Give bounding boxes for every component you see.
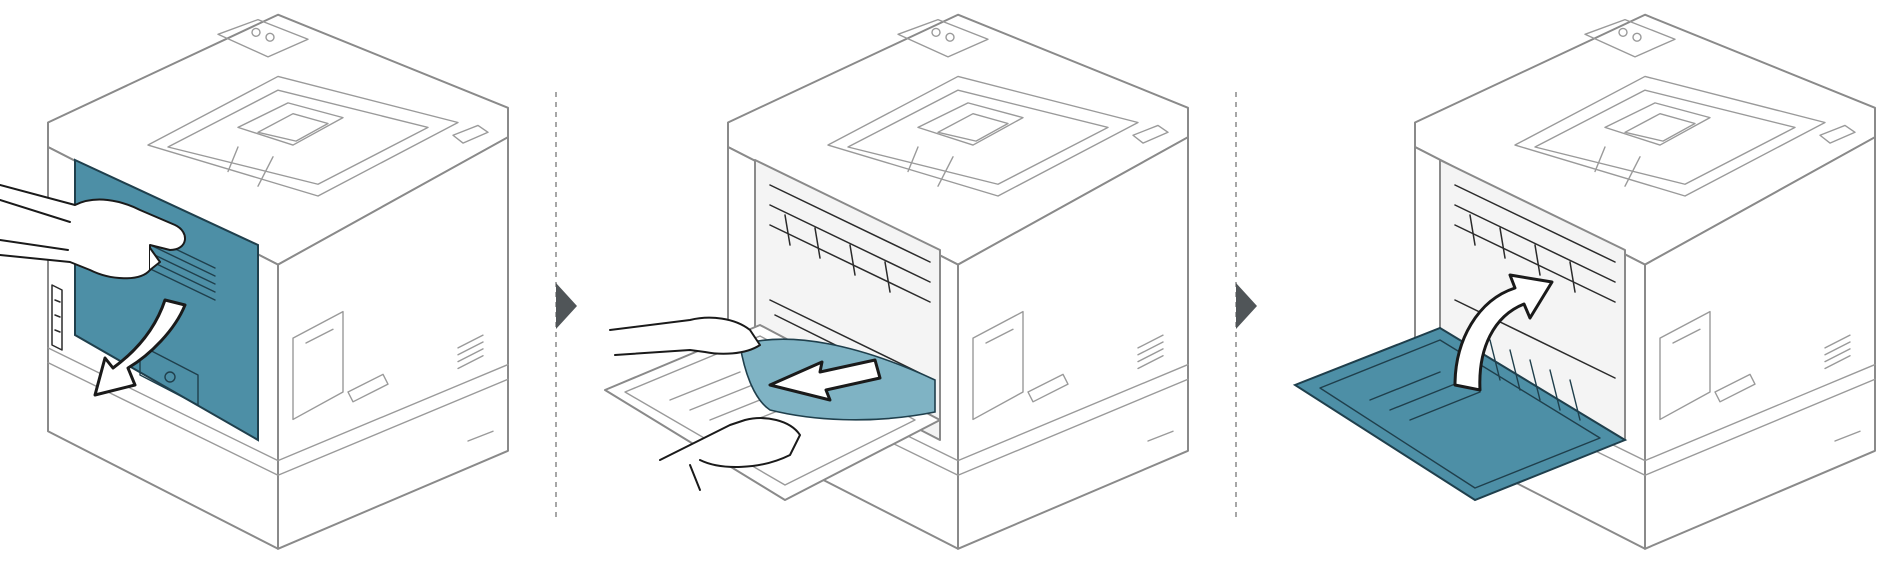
panel-2-remove-jammed-paper xyxy=(604,13,1189,550)
fuser-unit xyxy=(1454,184,1616,379)
hand-icon xyxy=(609,316,801,491)
left-arrow-icon xyxy=(768,358,882,402)
step-arrow-icon xyxy=(556,283,577,329)
port-panel xyxy=(51,284,63,351)
panel-3-close-rear-cover xyxy=(1292,13,1876,550)
step-arrow-icon xyxy=(1236,283,1257,329)
up-curved-arrow-icon xyxy=(1453,273,1554,392)
panel-1-open-rear-cover xyxy=(0,13,509,550)
rear-cover xyxy=(1292,326,1628,502)
down-curved-arrow-icon xyxy=(93,298,187,397)
hand-icon xyxy=(0,184,186,280)
